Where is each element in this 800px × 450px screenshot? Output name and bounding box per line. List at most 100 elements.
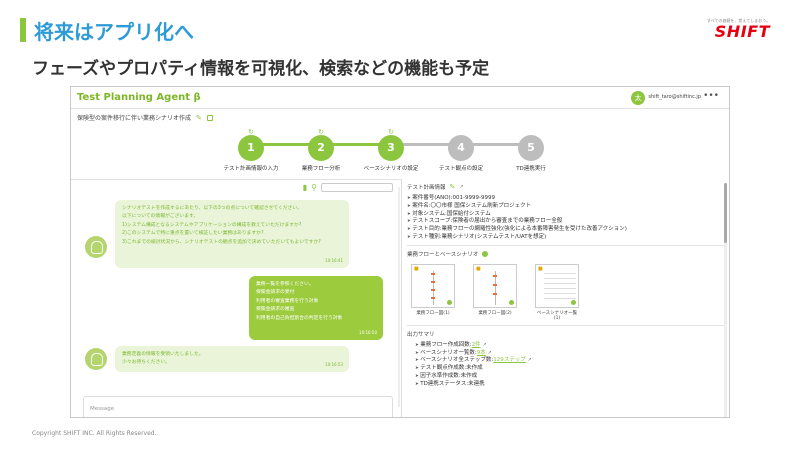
output-value-link[interactable]: 2件 (471, 341, 481, 348)
output-item: 業務フロー作成回数:2件 ↗ (415, 342, 725, 350)
external-link-icon[interactable]: ↗ (459, 184, 464, 190)
search-icon[interactable]: ⚲ (311, 183, 317, 192)
table-row (544, 287, 576, 289)
flow-diagram-image: ■ (473, 263, 517, 308)
info-scrollbar-track[interactable] (724, 183, 727, 417)
external-link-icon[interactable]: ↗ (482, 341, 487, 348)
flow-node (431, 272, 435, 275)
output-item: ベースシナリオ全ステップ数:129ステップ ↗ (415, 357, 725, 365)
info-item: テスト種別:業務シナリオ(システムテスト/UATを想定) (407, 234, 725, 242)
message-time: 10:16:50 (359, 329, 377, 335)
chat-tools: ▮ ⚲ (303, 183, 393, 192)
table-row (544, 272, 576, 274)
step-5[interactable]: ↻ 5 TD連携実行 (516, 129, 546, 172)
project-row: 保険型の案件移行に伴い業務シナリオ作成 ✎ (77, 113, 213, 122)
message-line: 業務一覧を参照ください。 (256, 282, 314, 287)
chat-search-input[interactable] (321, 183, 393, 192)
scenario-thumbnail[interactable]: ■ ベースシナリオ一覧(1) (535, 263, 579, 321)
step-number: 2 (308, 135, 334, 161)
output-item: テスト観点作成数:未作成 (415, 365, 725, 373)
user-message: 業務一覧を参照ください。 保険金請求の受付 利用者の審査業務を行う対象 保険金請… (249, 276, 383, 340)
table-row (544, 277, 576, 279)
phase-stepper: ↻ 1 テスト計画情報の入力 ↻ 2 業務フロー分析 ↻ 3 ベースシナリオの設… (221, 127, 561, 173)
thumbnail-label: ベースシナリオ一覧(1) (536, 310, 578, 321)
copyright-footer: Copyright SHIFT INC. All Rights Reserved… (32, 430, 157, 437)
brand-name: SHIFT (714, 22, 770, 41)
info-scrollbar-thumb[interactable] (724, 183, 727, 243)
flow-diagram-image: ■ (411, 263, 455, 308)
chat-pane: ▮ ⚲ シナリオテストを作成するにあたり、以下の3つの点について確認させてくださ… (71, 179, 401, 417)
section-divider (407, 324, 725, 326)
message-time: 10:16:53 (325, 361, 343, 367)
step-2[interactable]: ↻ 2 業務フロー分析 (302, 128, 341, 173)
more-menu-button[interactable]: ••• (703, 91, 719, 101)
flow-node (431, 296, 435, 299)
document-icon[interactable] (206, 114, 213, 121)
status-badge (571, 299, 576, 305)
step-label: TD連携実行 (516, 166, 546, 172)
output-value: 未作成 (460, 372, 478, 379)
refresh-icon: ↻ (318, 128, 324, 136)
output-item: ベースシナリオ一覧数:9本 ↗ (415, 350, 725, 358)
info-pane: テスト計画情報 ✎ ↗ 案件番号(ANO):001-9999-9999 案件名:… (407, 183, 727, 417)
flow-node (493, 283, 497, 286)
output-item: 因子水準作成数:未作成 (415, 373, 725, 381)
section-divider (407, 244, 725, 246)
step-label: テスト計画情報の入力 (223, 166, 279, 172)
slide-subtitle: フェーズやプロパティ情報を可視化、検索などの機能も予定 (32, 59, 490, 79)
flows-title: 業務フローとベースシナリオ (407, 251, 479, 258)
flow-connector (433, 270, 434, 305)
output-value-link[interactable]: 129ステップ (493, 357, 526, 364)
info-badge-icon[interactable] (482, 250, 489, 257)
external-link-icon[interactable]: ↗ (527, 357, 532, 364)
output-title: 出力サマリ (407, 331, 435, 338)
step-3[interactable]: ↻ 3 ベースシナリオの設定 (364, 129, 419, 173)
flow-thumbnail[interactable]: ■ 業務フロー図(1) (411, 263, 455, 321)
message-input[interactable]: Message (83, 396, 393, 417)
info-title: テスト計画情報 (407, 185, 446, 191)
info-item: テスト目的:業務フローの網羅性強化(強化による本番障害発生を受けた改善アクション… (407, 226, 725, 234)
info-section-title: テスト計画情報 ✎ ↗ (407, 183, 725, 191)
output-section-title: 出力サマリ (407, 330, 725, 338)
chat-scrollbar[interactable] (398, 187, 400, 407)
pencil-icon[interactable]: ✎ (196, 113, 202, 122)
refresh-icon: ↻ (248, 128, 254, 136)
message-line: 1)システム構成となるシステムやアプリケーションの構成を教えていただけますか? (122, 222, 302, 228)
message-line: 少々お待ちください。 (122, 360, 170, 366)
output-list: 業務フロー作成回数:2件 ↗ ベースシナリオ一覧数:9本 ↗ ベースシナリオ全ス… (407, 342, 725, 389)
message-line: 業務定義の情報を受領いたしました。 (122, 352, 204, 357)
step-label: テスト観点の設定 (438, 166, 483, 172)
info-item: 案件番号(ANO):001-9999-9999 (407, 195, 725, 203)
info-item: テストスコープ:保険者の届出から審査までの業務フロー全般 (407, 218, 725, 226)
step-number: 1 (238, 135, 264, 161)
step-number: 3 (378, 135, 404, 161)
external-link-icon[interactable]: ↗ (487, 349, 492, 356)
user-avatar[interactable]: 太 (631, 91, 645, 105)
flow-thumbnail[interactable]: ■ 業務フロー図(2) (473, 263, 517, 321)
output-label: ベースシナリオ一覧数: (420, 349, 477, 356)
step-label: 業務フロー分析 (301, 166, 341, 172)
output-value-link[interactable]: 9本 (476, 349, 486, 356)
flow-connector (495, 270, 496, 305)
message-line: 利用者の自己負担割合の判定を行う対象 (256, 315, 343, 321)
status-badge (509, 299, 514, 305)
app-window: Test Planning Agent β 太 shift_taro@shift… (70, 86, 730, 418)
output-label: TD連携ステータス: (420, 380, 469, 387)
step-4[interactable]: ↻ 4 テスト観点の設定 (439, 129, 483, 172)
brand-logo: すべての価値を、覚えてしまおう。 SHIFT (698, 18, 770, 40)
message-line: 3)これまでの検討状況から、シナリオテストの観点を追加で決めていただいてもよいで… (122, 239, 321, 245)
flows-section-title: 業務フローとベースシナリオ (407, 250, 725, 258)
flow-thumbnails: ■ 業務フロー図(1) ■ (407, 263, 725, 321)
bot-message: 業務定義の情報を受領いたしました。 少々お待ちください。 10:16:53 (115, 346, 349, 372)
folder-icon: ■ (476, 265, 481, 272)
pencil-icon[interactable]: ✎ (449, 183, 456, 191)
step-number: 4 (448, 135, 474, 161)
flow-node (431, 280, 435, 283)
message-line: 保険金請求の審査 (256, 307, 295, 313)
bookmark-icon[interactable]: ▮ (302, 183, 308, 192)
info-item: 案件名:〇〇市様 国保システム刷新プロジェクト (407, 203, 725, 211)
step-1[interactable]: ↻ 1 テスト計画情報の入力 (223, 128, 278, 173)
slide-title: 将来はアプリ化へ (34, 20, 194, 44)
message-time: 10:16:41 (325, 257, 343, 263)
message-line: 以下についての情報がございます。 (122, 214, 199, 220)
